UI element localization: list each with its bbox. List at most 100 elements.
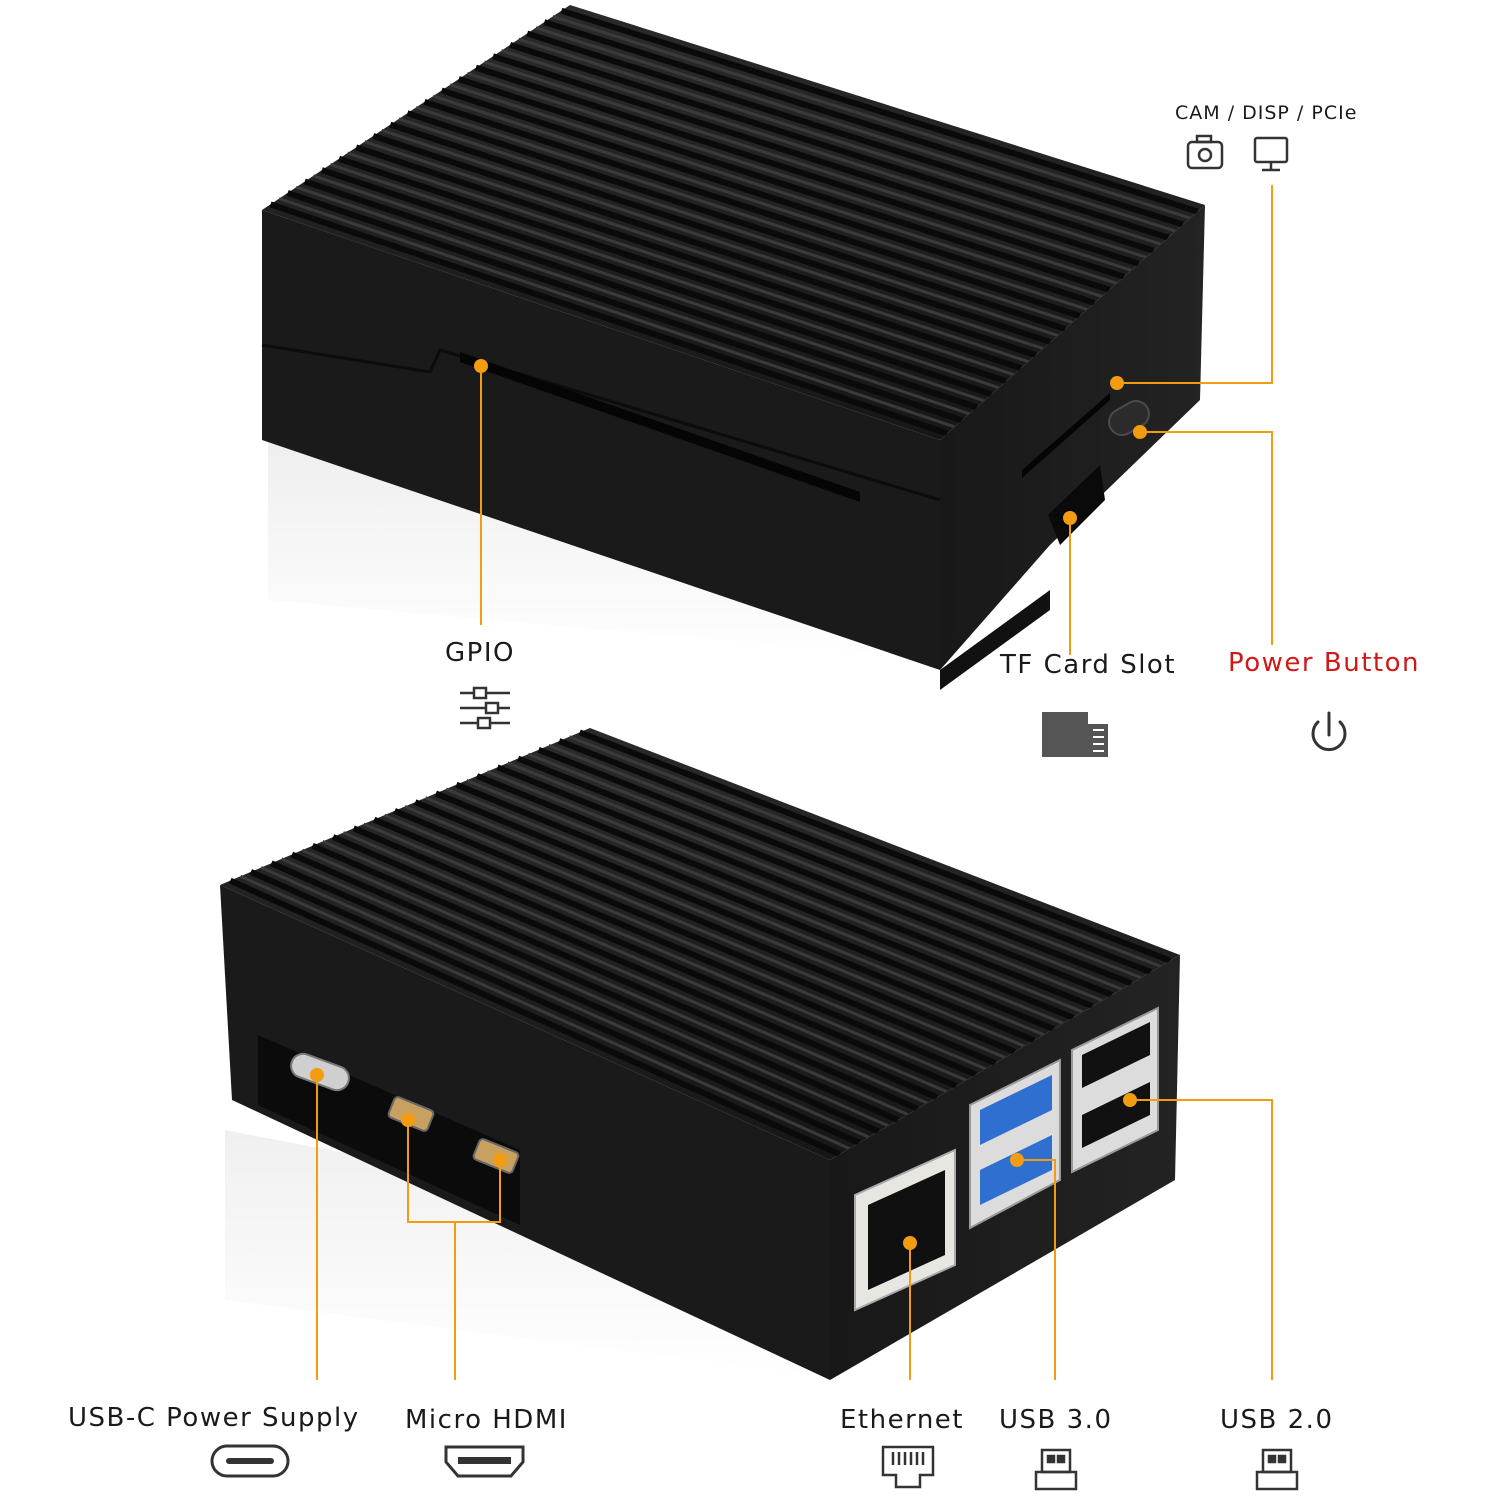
usb2-label: USB 2.0 <box>1220 1405 1334 1435</box>
power-icon <box>1311 711 1347 752</box>
heatsink-fin <box>329 163 1000 390</box>
heatsink-fin <box>389 121 1052 345</box>
heatsink-fin <box>229 877 841 1158</box>
bottom-case <box>220 728 1180 1380</box>
heatsink-fin <box>483 60 1132 272</box>
heatsink-fin <box>278 197 956 429</box>
bottom-case-fins <box>229 729 1172 1158</box>
heatsink-fin <box>301 848 909 1116</box>
heatsink-fin <box>537 747 1133 987</box>
heatsink-fin <box>269 201 949 437</box>
heatsink-fin <box>466 778 1064 1025</box>
heatsink-fin <box>578 729 1172 964</box>
bottom-case-front <box>220 885 830 1380</box>
heatsink-fin <box>501 49 1147 259</box>
heatsink-fin <box>381 128 1044 351</box>
callout-lines <box>316 185 1273 1380</box>
camera-icon <box>1186 134 1224 170</box>
sd-card-icon <box>1042 712 1108 757</box>
top-case <box>261 5 1205 690</box>
heatsink-fin <box>404 805 1006 1059</box>
usb-icon <box>1034 1448 1078 1491</box>
heatsink-fin <box>372 816 978 1078</box>
heatsink-fin <box>352 825 958 1089</box>
heatsink-fin <box>270 860 880 1135</box>
usb-c-icon <box>210 1444 290 1478</box>
heatsink-fin <box>295 185 970 416</box>
heatsink-fin <box>449 83 1103 298</box>
heatsink-fin <box>496 764 1094 1010</box>
heatsink-fin <box>543 19 1184 228</box>
gpio-label: GPIO <box>445 638 515 668</box>
heatsink-fin <box>526 30 1170 241</box>
heatsink-fin <box>320 167 993 398</box>
tf-card-slot <box>1022 393 1110 478</box>
monitor-icon <box>1253 136 1289 172</box>
hdmi-icon <box>444 1445 525 1478</box>
heatsink-fin <box>338 155 1008 385</box>
heatsink-fin <box>486 770 1084 1014</box>
heatsink-fin <box>535 26 1177 233</box>
heatsink-fin <box>383 813 987 1071</box>
heatsink-fin <box>434 790 1036 1044</box>
heatsink-fin <box>516 755 1114 998</box>
heatsink-fin <box>312 174 985 403</box>
heatsink-fin <box>364 140 1029 364</box>
heatsink-fin <box>560 7 1199 215</box>
heatsink-fin <box>509 42 1155 254</box>
heatsink-fin <box>406 110 1067 332</box>
usb3-label: USB 3.0 <box>999 1405 1113 1435</box>
heatsink-fin <box>322 840 928 1105</box>
heatsink-fin <box>466 71 1118 285</box>
heatsink-fin <box>474 64 1125 280</box>
heatsink-fin <box>568 735 1162 968</box>
micro-hdmi-label: Micro HDMI <box>405 1405 568 1435</box>
gpio-icon <box>460 686 510 730</box>
heatsink-fin <box>239 874 851 1150</box>
heatsink-fin <box>286 190 964 424</box>
heatsink-fin <box>311 842 919 1112</box>
heatsink-fin <box>249 869 861 1146</box>
heatsink-fin <box>260 866 870 1139</box>
callout-dots <box>310 359 1147 1250</box>
top-case-side <box>940 205 1205 670</box>
heatsink-fin <box>398 117 1059 337</box>
heatsink-fin <box>415 106 1073 324</box>
heatsink-fin <box>445 787 1045 1037</box>
heatsink-fin <box>552 14 1191 220</box>
heatsink-fin <box>281 857 889 1128</box>
heatsink-fin <box>342 831 948 1094</box>
heatsink-fin <box>424 796 1026 1048</box>
heatsink-fin <box>423 98 1081 319</box>
heatsink-fin <box>492 53 1140 267</box>
heatsink-fin <box>475 773 1075 1021</box>
heatsink-fin <box>347 151 1015 377</box>
heatsink-fin <box>355 144 1022 372</box>
cam-disp-pcie-label: CAM / DISP / PCIe <box>1175 102 1358 124</box>
heatsink-fin <box>393 808 997 1066</box>
heatsink-fin <box>372 133 1037 358</box>
ethernet-icon <box>881 1445 935 1489</box>
ethernet-label: Ethernet <box>840 1405 964 1435</box>
heatsink-fin <box>414 799 1016 1055</box>
top-case-fins <box>269 7 1199 437</box>
heatsink-fin <box>518 37 1162 246</box>
heatsink-fin <box>303 178 978 411</box>
heatsink-fin <box>558 738 1152 975</box>
heatsink-fin <box>440 87 1096 306</box>
usb-icon <box>1255 1448 1299 1491</box>
tf-card-slot-label: TF Card Slot <box>1000 650 1177 680</box>
heatsink-fin <box>457 76 1111 293</box>
heatsink-fin <box>432 94 1088 311</box>
power-button-label: Power Button <box>1228 648 1420 678</box>
usb-c-power-label: USB-C Power Supply <box>68 1403 360 1433</box>
heatsink-fin <box>548 744 1142 980</box>
heatsink-fin <box>455 781 1055 1032</box>
top-case-front <box>262 210 940 670</box>
heatsink-fin <box>527 752 1123 991</box>
heatsink-fin <box>331 834 939 1101</box>
heatsink-fin <box>363 822 967 1082</box>
heatsink-fin <box>290 851 900 1123</box>
